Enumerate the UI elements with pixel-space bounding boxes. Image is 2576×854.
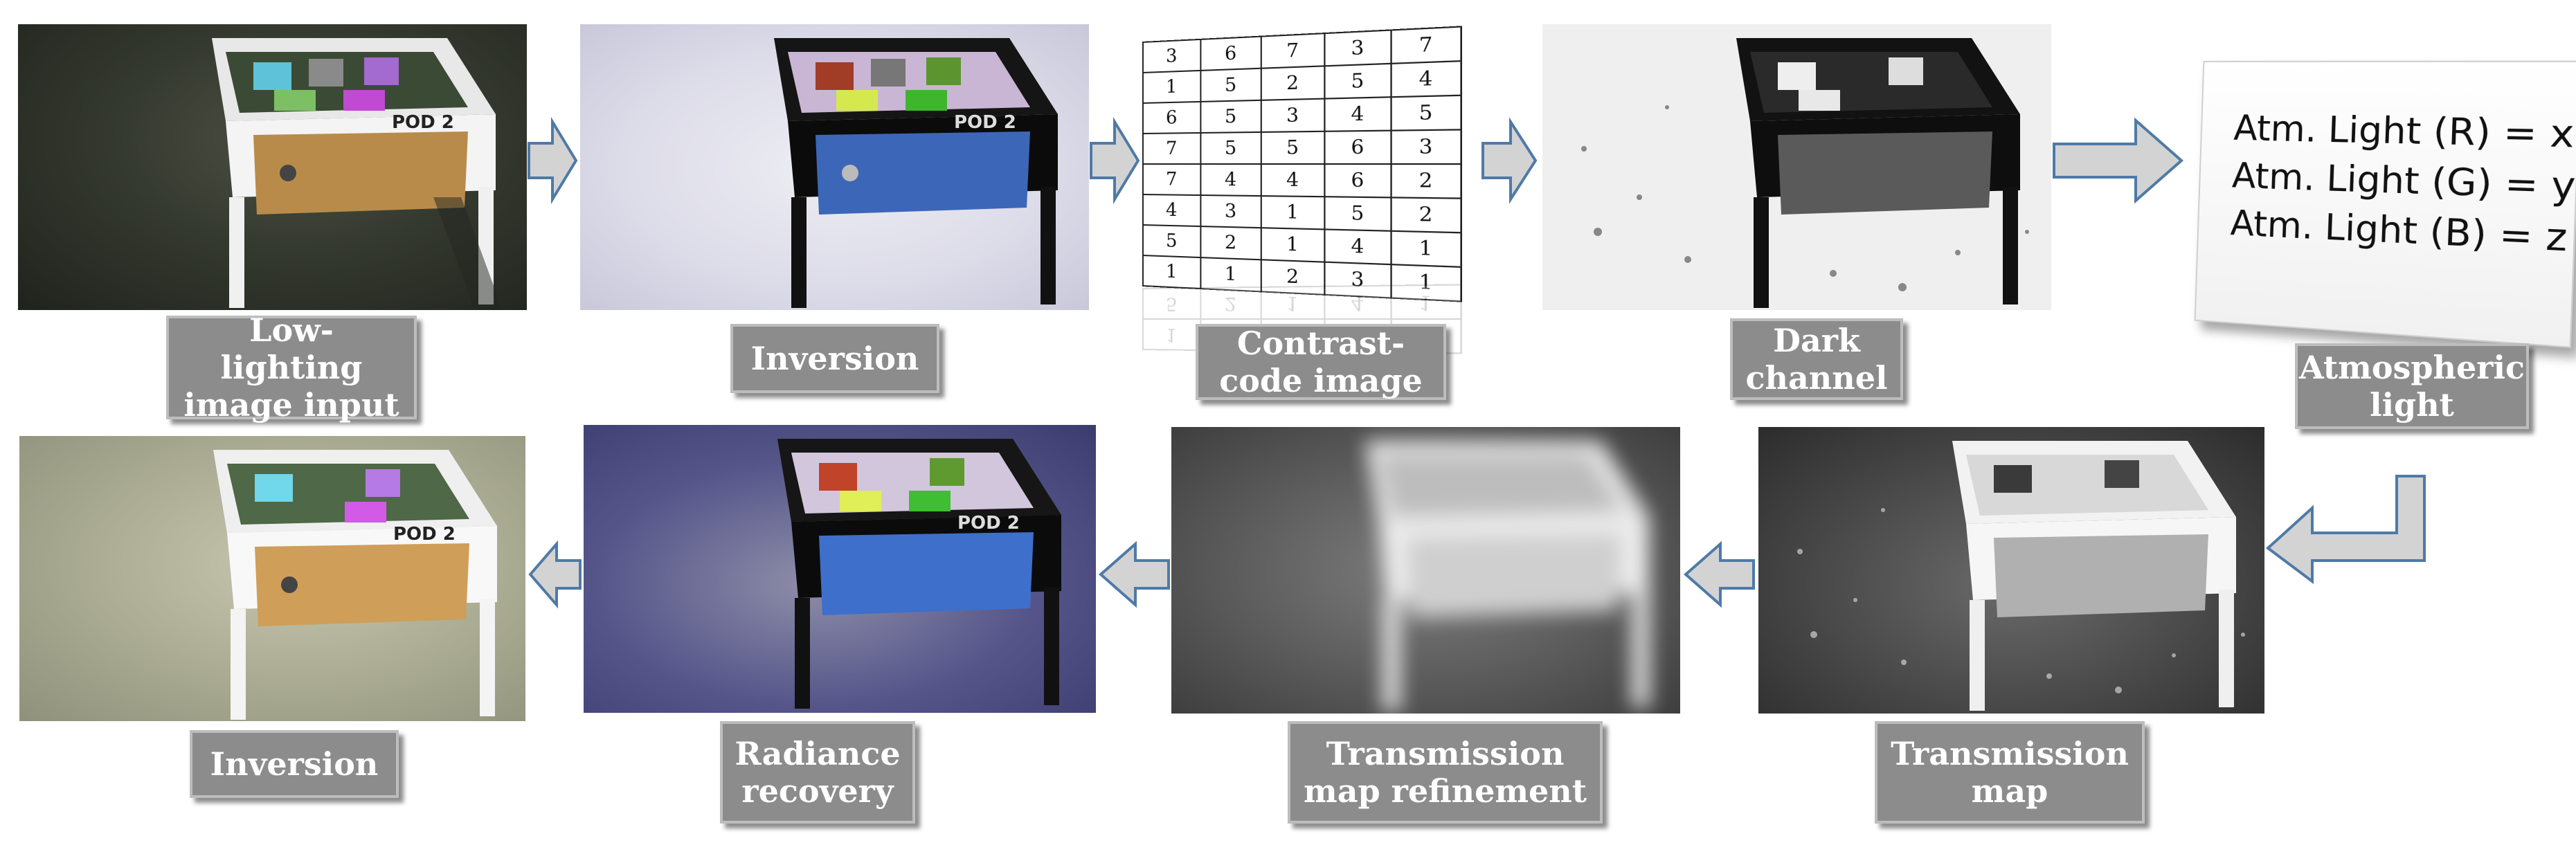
contrast-code-cell: 4 <box>1142 194 1201 227</box>
contrast-code-cell: 3 <box>1261 98 1325 132</box>
transmission-refinement-image <box>1171 427 1680 714</box>
contrast-code-cell: 5 <box>1324 197 1391 231</box>
arrow-right-4 <box>2053 117 2184 204</box>
contrast-code-cell: 1 <box>1391 230 1461 267</box>
contrast-code-reflection-cell: 2 <box>1200 287 1261 319</box>
transmission-map-image <box>1758 427 2264 714</box>
label-contrast-code: Contrast-code image <box>1196 324 1446 400</box>
label-contrast-code-text: Contrast-code image <box>1219 325 1423 399</box>
output-lander-name-text: POD 2 <box>393 524 456 545</box>
transmission-illustration <box>1797 441 2245 711</box>
contrast-code-cell: 5 <box>1142 225 1201 258</box>
contrast-code-cell: 6 <box>1142 101 1201 134</box>
output-lander-illustration: POD 2 <box>213 450 497 720</box>
contrast-code-cell: 3 <box>1324 30 1391 66</box>
arrow-left-3 <box>528 540 582 609</box>
contrast-code-cell: 1 <box>1261 196 1325 230</box>
low-light-input-image: POD 2 <box>18 24 527 310</box>
arrow-left-1 <box>1683 540 1755 608</box>
contrast-code-reflection-cell: 5 <box>1142 287 1201 319</box>
contrast-code-cell: 4 <box>1324 229 1391 265</box>
arrow-right-2 <box>1090 116 1140 205</box>
contrast-code-cell: 7 <box>1391 26 1461 64</box>
contrast-code-cell: 4 <box>1324 97 1391 131</box>
contrast-code-cell: 7 <box>1261 33 1325 69</box>
radiance-recovery-image: POD 2 <box>584 425 1096 713</box>
contrast-code-cell: 2 <box>1391 197 1461 233</box>
contrast-code-cell: 5 <box>1261 131 1325 164</box>
arrow-right-3 <box>1481 117 1538 204</box>
arrow-left-2 <box>1098 540 1170 608</box>
label-inversion-2-text: Inversion <box>210 745 379 783</box>
contrast-code-cell: 5 <box>1391 95 1461 131</box>
contrast-code-cell: 3 <box>1200 195 1261 228</box>
radiance-lander-illustration: POD 2 <box>777 439 1061 709</box>
contrast-code-cell: 5 <box>1324 63 1391 99</box>
label-inversion-1-text: Inversion <box>750 340 919 377</box>
contrast-code-cell: 6 <box>1200 36 1261 71</box>
inverted-lander-name-text: POD 2 <box>954 112 1016 133</box>
contrast-code-cell: 6 <box>1324 130 1391 164</box>
contrast-code-cell: 2 <box>1261 66 1325 100</box>
contrast-code-reflection-cell: 1 <box>1261 286 1325 319</box>
atmospheric-light-line: Atm. Light (R) = x <box>2233 107 2575 156</box>
refined-transmission-illustration <box>1365 441 1650 711</box>
contrast-code-reflection-cell: 4 <box>1324 285 1391 319</box>
contrast-code-cell: 5 <box>1200 131 1261 164</box>
radiance-lander-name-text: POD 2 <box>957 513 1020 534</box>
inverted-lander-illustration: POD 2 <box>774 38 1058 308</box>
contrast-code-cell: 3 <box>1142 39 1201 73</box>
lander-name-text: POD 2 <box>392 112 454 133</box>
contrast-code-cell: 7 <box>1142 132 1201 164</box>
contrast-code-cell: 1 <box>1142 255 1201 289</box>
label-inversion-2: Inversion <box>190 730 399 798</box>
contrast-code-cell: 5 <box>1200 100 1261 133</box>
dark-channel-illustration <box>1581 38 2029 308</box>
output-inversion-image: POD 2 <box>19 436 525 721</box>
label-inversion-1: Inversion <box>730 324 939 393</box>
contrast-code-reflection-cell: 1 <box>1142 319 1201 351</box>
contrast-code-cell: 5 <box>1200 68 1261 102</box>
contrast-code-cell: 3 <box>1391 129 1461 164</box>
contrast-code-cell: 4 <box>1391 61 1461 98</box>
contrast-code-reflection-cell: 1 <box>1391 284 1461 319</box>
inversion-image: POD 2 <box>580 24 1089 310</box>
lander-illustration: POD 2 <box>212 38 503 310</box>
contrast-code-cell: 2 <box>1391 164 1461 199</box>
contrast-code-cell: 1 <box>1261 228 1325 262</box>
contrast-code-cell: 2 <box>1200 226 1261 260</box>
arrow-right-1 <box>528 116 578 205</box>
contrast-code-cell: 7 <box>1142 164 1201 196</box>
contrast-code-cell: 1 <box>1142 70 1201 103</box>
dark-channel-image <box>1542 24 2051 310</box>
contrast-code-cell: 4 <box>1261 164 1325 197</box>
contrast-code-cell: 4 <box>1200 164 1261 197</box>
arrow-elbow-down-left <box>2265 475 2426 584</box>
contrast-code-cell: 6 <box>1324 164 1391 198</box>
